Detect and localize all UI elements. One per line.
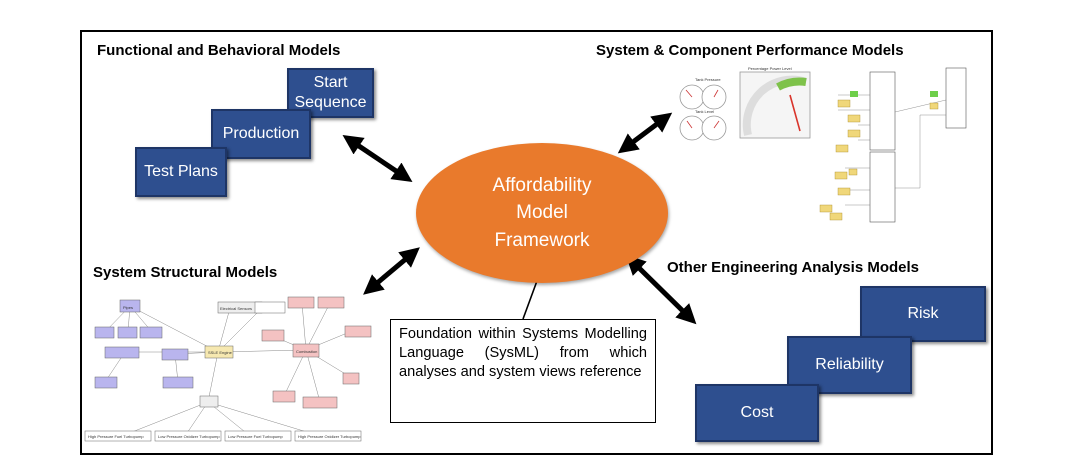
risk-box: Risk bbox=[860, 286, 986, 342]
performance-models-heading: System & Component Performance Models bbox=[596, 42, 904, 59]
cost-label: Cost bbox=[740, 404, 774, 421]
svg-text:High Pressure Oxidizer Turbopu: High Pressure Oxidizer Turbopump bbox=[298, 434, 361, 439]
risk-label: Risk bbox=[907, 305, 939, 322]
production-box: Production bbox=[211, 109, 311, 159]
reliability-label: Reliability bbox=[815, 356, 884, 373]
test-plans-label: Test Plans bbox=[144, 163, 218, 180]
start-sequence-box: Start Sequence bbox=[287, 68, 374, 118]
other-analysis-models-heading: Other Engineering Analysis Models bbox=[667, 259, 919, 276]
structural-models-heading: System Structural Models bbox=[93, 264, 278, 281]
arrow-functional bbox=[342, 134, 413, 183]
functional-models-heading: Functional and Behavioral Models bbox=[97, 42, 341, 59]
foundation-note: Foundation within Systems Modelling Lang… bbox=[390, 319, 656, 423]
cost-box: Cost bbox=[695, 384, 819, 442]
arrow-analysis bbox=[625, 254, 697, 325]
svg-text:High Pressure Fuel Turbopump: High Pressure Fuel Turbopump bbox=[88, 434, 144, 439]
affordability-framework-oval: Affordability Model Framework bbox=[416, 143, 668, 283]
svg-text:SSLE Engine: SSLE Engine bbox=[208, 350, 233, 355]
svg-text:Combustion: Combustion bbox=[296, 349, 317, 354]
start-sequence-label: Start Sequence bbox=[294, 74, 367, 111]
svg-text:Percentage Power Level: Percentage Power Level bbox=[748, 66, 792, 71]
svg-text:Electrical Sensors: Electrical Sensors bbox=[220, 306, 252, 311]
svg-text:Tank Level: Tank Level bbox=[695, 109, 714, 114]
svg-text:Pipes: Pipes bbox=[123, 305, 133, 310]
test-plans-box: Test Plans bbox=[135, 147, 227, 197]
svg-text:Low Pressure Oxidizer Turbopum: Low Pressure Oxidizer Turbopump bbox=[158, 434, 220, 439]
production-label: Production bbox=[222, 125, 300, 142]
svg-text:Low Pressure Fuel Turbopump: Low Pressure Fuel Turbopump bbox=[228, 434, 283, 439]
arrow-structural bbox=[363, 247, 420, 295]
svg-text:Tank Pressure: Tank Pressure bbox=[695, 77, 721, 82]
framework-label: Affordability Model Framework bbox=[492, 174, 592, 251]
arrow-performance bbox=[617, 112, 673, 154]
